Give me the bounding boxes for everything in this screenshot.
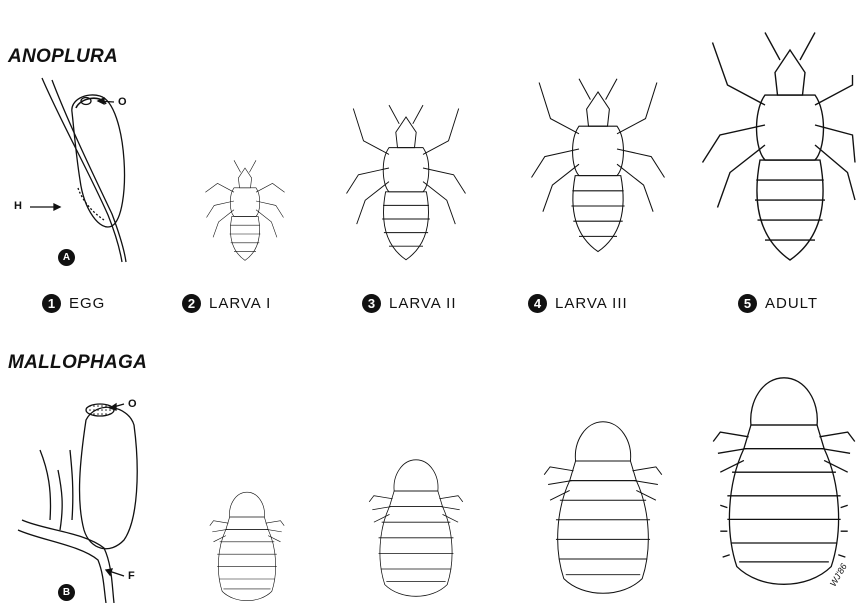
stage-number: 3 bbox=[362, 294, 381, 313]
stage-number: 2 bbox=[182, 294, 201, 313]
callout-label-o-mallophaga: O bbox=[128, 398, 137, 410]
egg-body bbox=[80, 407, 138, 548]
stage-text: LARVA II bbox=[389, 295, 456, 312]
stage-label-larva-2: 3 LARVA II bbox=[362, 294, 456, 313]
stage-number: 5 bbox=[738, 294, 757, 313]
callout-label-f: F bbox=[128, 570, 135, 582]
stage-label-larva-3: 4 LARVA III bbox=[528, 294, 628, 313]
anoplura-larva-2-drawing bbox=[347, 105, 466, 260]
mallophaga-larva-3-drawing bbox=[544, 422, 662, 594]
stage-text: ADULT bbox=[765, 295, 818, 312]
stage-number: 4 bbox=[528, 294, 547, 313]
callout-label-h: H bbox=[14, 200, 22, 212]
stage-text: EGG bbox=[69, 295, 105, 312]
mallophaga-larva-1-drawing bbox=[210, 492, 284, 601]
stage-text: LARVA I bbox=[209, 295, 271, 312]
hair-shaft bbox=[42, 78, 122, 262]
anoplura-larva-3-drawing bbox=[532, 79, 665, 252]
stage-text: LARVA III bbox=[555, 295, 628, 312]
anoplura-egg-drawing bbox=[30, 78, 126, 262]
plate-label-a: A bbox=[58, 249, 75, 266]
anoplura-adult-drawing bbox=[703, 33, 856, 261]
anoplura-larva-1-drawing bbox=[205, 160, 284, 260]
stage-label-larva-1: 2 LARVA I bbox=[182, 294, 271, 313]
operculum-cap bbox=[86, 404, 114, 416]
mallophaga-adult-drawing bbox=[713, 378, 855, 585]
mallophaga-egg-drawing bbox=[18, 404, 137, 603]
mallophaga-larva-2-drawing bbox=[369, 460, 463, 597]
callout-label-o-anoplura: O bbox=[118, 96, 127, 108]
egg-body bbox=[72, 95, 125, 227]
plate-label-b: B bbox=[58, 584, 75, 601]
stage-number: 1 bbox=[42, 294, 61, 313]
stage-label-adult: 5 ADULT bbox=[738, 294, 818, 313]
stage-label-egg: 1 EGG bbox=[42, 294, 105, 313]
